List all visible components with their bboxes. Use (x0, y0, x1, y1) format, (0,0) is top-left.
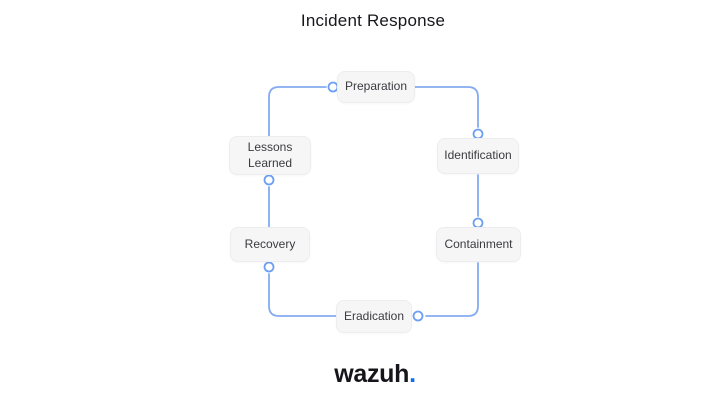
connector-endpoint-recovery (263, 261, 275, 273)
node-identification: Identification (437, 138, 519, 174)
node-recovery: Recovery (230, 227, 310, 262)
connector-preparation-identification (414, 86, 479, 128)
wazuh-logo-text: wazuh (334, 360, 410, 388)
node-eradication: Eradication (336, 300, 412, 333)
node-eradication-label: Eradication (343, 308, 405, 323)
connector-lessons-learned-preparation (268, 86, 327, 137)
connector-containment-eradication (425, 262, 479, 317)
node-containment: Containment (436, 227, 521, 262)
node-lessons-learned-label: Lessons Learned (247, 139, 293, 170)
connector-endpoint-lessons-learned (263, 174, 275, 186)
connector-endpoint-eradication (412, 310, 424, 322)
node-preparation: Preparation (337, 71, 415, 103)
wazuh-logo-dot: . (409, 360, 416, 388)
node-recovery-label: Recovery (244, 236, 296, 251)
node-lessons-learned: Lessons Learned (229, 136, 311, 175)
node-preparation-label: Preparation (344, 79, 408, 94)
page-title: Incident Response (300, 11, 446, 30)
wazuh-logo: wazuh. (334, 360, 416, 389)
node-identification-label: Identification (444, 148, 512, 163)
node-containment-label: Containment (444, 236, 513, 251)
connector-eradication-recovery (268, 273, 337, 317)
